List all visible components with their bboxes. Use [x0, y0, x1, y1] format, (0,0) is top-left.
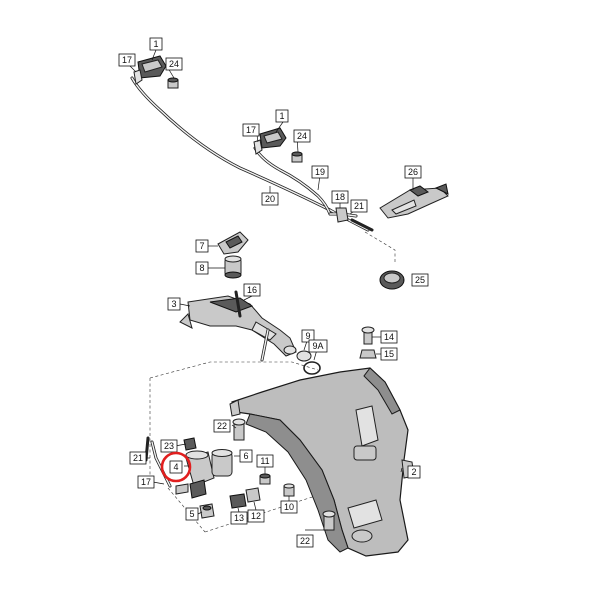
label-23: 23: [160, 439, 178, 453]
label-21-top: 21: [350, 199, 368, 213]
cap-and-strainer: [217, 231, 249, 279]
label-5: 5: [185, 507, 199, 521]
label-20: 20: [261, 192, 279, 206]
label-26: 26: [404, 165, 422, 179]
grommet: [379, 270, 405, 290]
label-9: 9: [301, 329, 315, 343]
label-2: 2: [407, 465, 421, 479]
label-13: 13: [230, 511, 248, 525]
label-22-upper: 22: [213, 419, 231, 433]
highlight-circle: [160, 451, 192, 483]
svg-text:7: 7: [199, 241, 204, 251]
nozzle-assembly-upper: [130, 55, 370, 232]
label-9A: 9A: [308, 339, 328, 353]
label-22-lower: 22: [296, 534, 314, 548]
svg-text:24: 24: [169, 59, 179, 69]
nozzle-assembly-middle: [253, 127, 374, 232]
svg-text:6: 6: [243, 451, 248, 461]
label-4: 4: [169, 460, 183, 474]
svg-text:19: 19: [315, 167, 325, 177]
label-8: 8: [195, 261, 209, 275]
svg-text:20: 20: [265, 194, 275, 204]
label-17-lower: 17: [137, 475, 155, 489]
svg-text:3: 3: [171, 299, 176, 309]
seal-rings: [296, 350, 321, 375]
dashed-line-upper: [364, 231, 396, 262]
svg-text:22: 22: [217, 421, 227, 431]
svg-text:1: 1: [279, 111, 284, 121]
svg-text:26: 26: [408, 167, 418, 177]
svg-text:10: 10: [284, 502, 294, 512]
dashed-line-middle: [149, 361, 319, 379]
label-10: 10: [280, 500, 298, 514]
label-3: 3: [167, 297, 181, 311]
svg-text:2: 2: [411, 467, 416, 477]
label-15: 15: [380, 347, 398, 361]
small-fasteners: [199, 418, 336, 531]
label-1-middle: 1: [275, 109, 289, 123]
rear-bracket: [379, 183, 449, 219]
svg-text:23: 23: [164, 441, 174, 451]
y-connector: [335, 207, 349, 223]
label-25: 25: [411, 273, 429, 287]
tank-pump: [355, 405, 379, 447]
svg-text:18: 18: [335, 192, 345, 202]
svg-text:15: 15: [384, 349, 394, 359]
svg-text:25: 25: [415, 275, 425, 285]
label-11: 11: [256, 454, 274, 468]
label-21-lower: 21: [129, 451, 147, 465]
filler-neck: [179, 290, 297, 362]
label-18: 18: [331, 190, 349, 204]
svg-text:22: 22: [300, 536, 310, 546]
svg-text:1: 1: [153, 39, 158, 49]
label-1-upper: 1: [149, 37, 163, 51]
label-19: 19: [311, 165, 329, 179]
bolt-and-nut: [359, 326, 377, 359]
svg-text:4: 4: [173, 462, 178, 472]
svg-text:11: 11: [260, 456, 269, 466]
svg-text:21: 21: [133, 453, 143, 463]
label-24-middle: 24: [293, 129, 311, 143]
svg-text:17: 17: [122, 55, 132, 65]
label-17-middle: 17: [242, 123, 260, 137]
svg-text:21: 21: [354, 201, 364, 211]
svg-text:17: 17: [246, 125, 256, 135]
svg-text:9A: 9A: [312, 341, 323, 351]
svg-text:9: 9: [305, 331, 310, 341]
svg-text:17: 17: [141, 477, 151, 487]
label-16: 16: [243, 283, 261, 297]
label-7: 7: [195, 239, 209, 253]
label-14: 14: [380, 330, 398, 344]
pump-clip: [183, 437, 197, 451]
label-17-upper: 17: [118, 53, 136, 67]
label-24-upper: 24: [165, 57, 183, 71]
svg-text:14: 14: [384, 332, 394, 342]
svg-text:12: 12: [251, 511, 261, 521]
svg-text:16: 16: [247, 285, 257, 295]
svg-text:8: 8: [199, 263, 204, 273]
svg-text:24: 24: [297, 131, 307, 141]
svg-text:13: 13: [234, 513, 244, 523]
svg-text:5: 5: [189, 509, 194, 519]
callout-labels: 1 17 24 1 17 24 19 18 20 21 26 7 8 25 3 …: [118, 37, 429, 548]
label-6: 6: [239, 449, 253, 463]
label-12: 12: [247, 509, 265, 523]
